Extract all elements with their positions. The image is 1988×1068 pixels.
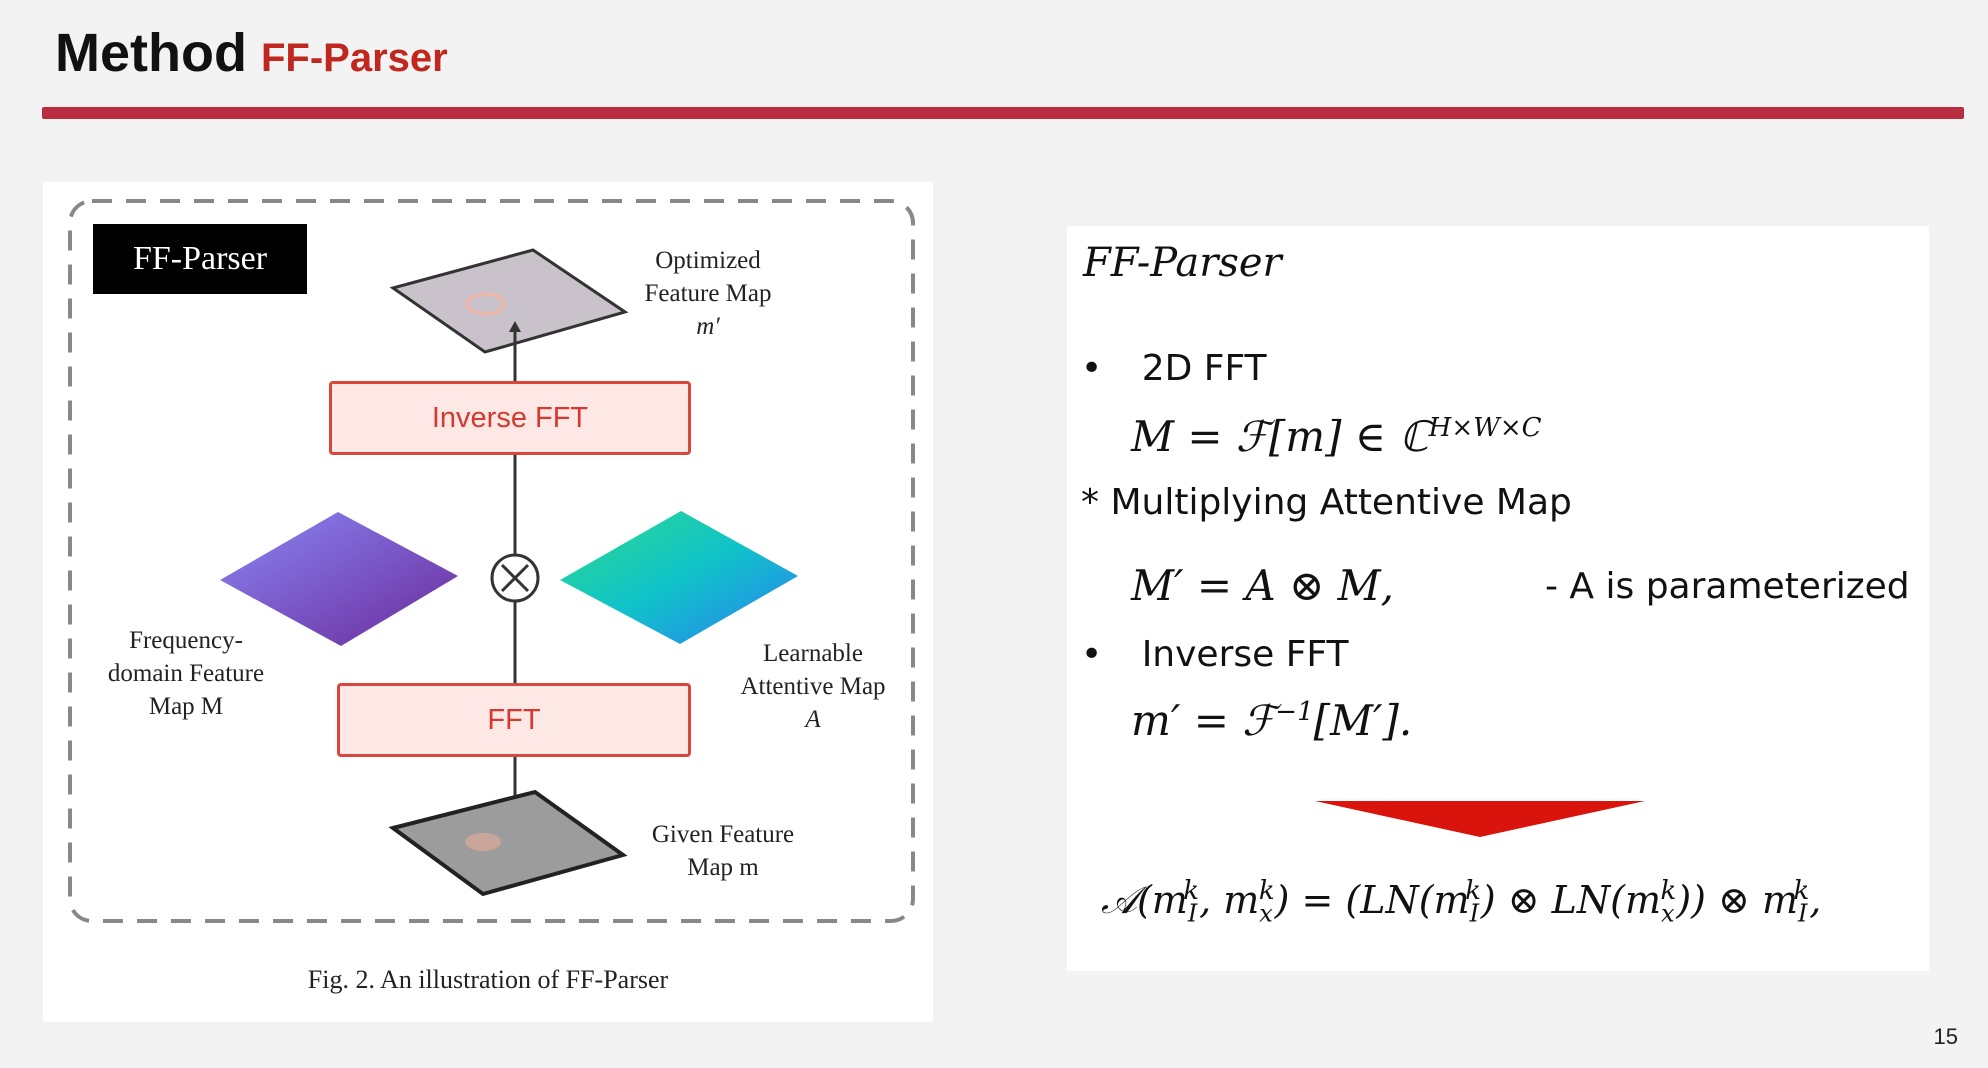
- learnable-label-line1: Learnable: [763, 640, 863, 667]
- ff-parser-badge: FF-Parser: [93, 224, 307, 294]
- frequency-feature-map-label: Frequency- domain Feature Map M: [91, 624, 281, 723]
- figure-caption: Fig. 2. An illustration of FF-Parser: [307, 965, 669, 994]
- explanation-panel: FF-Parser • 2D FFT M = ℱ[m] ∈ ℂH×W×C * M…: [1067, 226, 1929, 971]
- equation-inverse-main: m′ = ℱ: [1131, 696, 1276, 745]
- optimized-feature-map-plane: [389, 248, 629, 354]
- flow-arrowhead: [509, 321, 521, 332]
- slide-title: Method FF-Parser: [55, 22, 448, 92]
- star-multiplying-line: * Multiplying Attentive Map: [1081, 482, 1572, 523]
- given-feature-map-plane: [388, 789, 628, 897]
- optimized-label-line1: Optimized: [655, 247, 761, 274]
- bullet-dot-icon: •: [1081, 348, 1103, 389]
- title-divider: [42, 107, 1964, 119]
- given-label-line1: Given Feature: [651, 821, 795, 848]
- freq-label-line1: Frequency-: [129, 627, 243, 654]
- panel-heading: FF-Parser: [1083, 240, 1282, 286]
- parameterized-note: - A is parameterized: [1545, 566, 1910, 607]
- equation-fft-sup: H×W×C: [1428, 413, 1542, 443]
- equation-attention: 𝒜(mIk, mxk) = (LN(mIk) ⊗ LN(mxk)) ⊗ mIk,: [1101, 876, 1821, 927]
- title-main: Method: [55, 23, 247, 83]
- bullet-inverse-fft-text: Inverse FFT: [1141, 634, 1349, 675]
- equation-inverse-sup: −1: [1275, 697, 1314, 727]
- given-blob: [465, 833, 501, 851]
- learnable-attentive-map-label: Learnable Attentive Map A: [723, 637, 903, 736]
- optimized-label-line3: m′: [696, 313, 720, 340]
- optimized-feature-map-label: Optimized Feature Map m′: [613, 244, 803, 343]
- given-label-line2: Map m: [687, 854, 759, 881]
- freq-label-line3: Map M: [148, 693, 224, 720]
- given-feature-map-label: Given Feature Map m: [633, 818, 813, 884]
- figure-panel: FF-Parser Inverse FFT FFT Optimized Feat…: [43, 182, 933, 1022]
- attention-eq-text: 𝒜(mIk, mxk) = (LN(mIk) ⊗ LN(mxk)) ⊗ mIk,: [1101, 876, 1822, 928]
- optimized-label-line2: Feature Map: [644, 280, 772, 307]
- learnable-label-line3: A: [805, 706, 821, 733]
- dashed-frame: [68, 199, 915, 923]
- learnable-label-line2: Attentive Map: [740, 673, 886, 700]
- inverse-fft-box: Inverse FFT: [329, 381, 691, 455]
- bullet-inverse-fft: • Inverse FFT: [1081, 634, 1349, 675]
- frequency-feature-map-diamond: [220, 512, 458, 646]
- fft-box: FFT: [337, 683, 691, 757]
- title-subtitle: FF-Parser: [260, 36, 448, 80]
- bullet-2d-fft-text: 2D FFT: [1141, 348, 1267, 389]
- freq-label-line2: domain Feature: [107, 660, 265, 687]
- optimized-blob: [466, 292, 506, 316]
- equation-multiply: M′ = A ⊗ M,: [1131, 561, 1395, 610]
- ff-parser-diagram: [68, 199, 915, 923]
- learnable-attentive-map-diamond: [560, 511, 798, 644]
- equation-inverse-tail: [M′].: [1313, 696, 1413, 745]
- equation-inverse: m′ = ℱ−1[M′].: [1131, 696, 1412, 745]
- equation-fft: M = ℱ[m] ∈ ℂH×W×C: [1131, 412, 1542, 461]
- page-number: 15: [1933, 1024, 1958, 1049]
- bullet-dot-icon: •: [1081, 634, 1103, 675]
- equation-fft-main: M = ℱ[m] ∈ ℂ: [1131, 412, 1429, 461]
- bullet-2d-fft: • 2D FFT: [1081, 348, 1267, 389]
- down-arrow-icon: [1315, 801, 1645, 837]
